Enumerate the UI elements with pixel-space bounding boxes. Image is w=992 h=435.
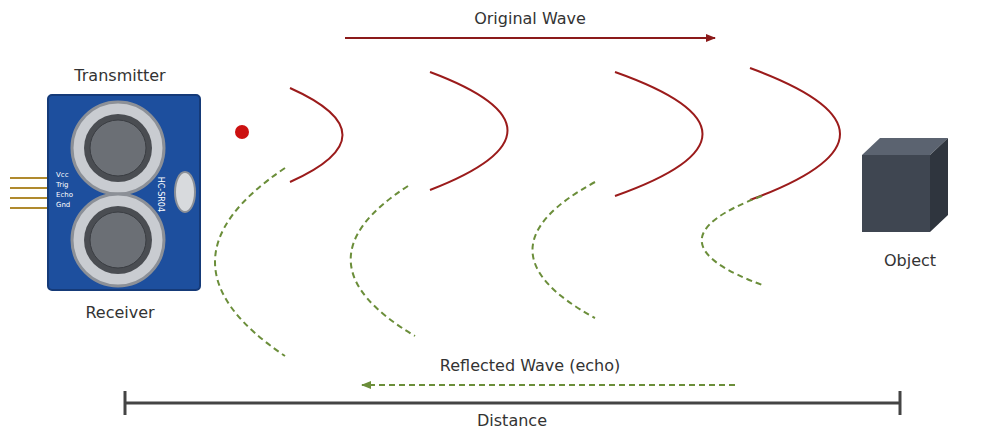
dimension-label: Distance — [477, 412, 547, 430]
object-box: Object — [850, 136, 970, 270]
pin-name: Vcc — [56, 172, 69, 180]
transducer — [72, 194, 164, 286]
node-label: Object — [850, 251, 970, 270]
echo-arrow — [362, 384, 735, 386]
sensor-board — [48, 95, 200, 290]
wave-arrow — [345, 37, 715, 39]
node-label: Transmitter — [40, 66, 200, 85]
part-number: HC-SR04 — [156, 176, 165, 211]
pin-name: Trig — [56, 182, 69, 190]
transducer — [72, 102, 164, 194]
pin-name: Echo — [56, 192, 73, 200]
echo-arc — [215, 168, 765, 356]
pin-name: Gnd — [56, 202, 70, 210]
crystal — [175, 172, 195, 212]
source-dot — [235, 125, 249, 139]
wave-label: Original Wave — [474, 10, 586, 28]
wave-arc — [290, 68, 840, 200]
wave-label: Reflected Wave (echo) — [440, 357, 620, 375]
object-cube — [862, 138, 948, 232]
pins — [10, 178, 52, 208]
node-label: Receiver — [40, 303, 200, 322]
